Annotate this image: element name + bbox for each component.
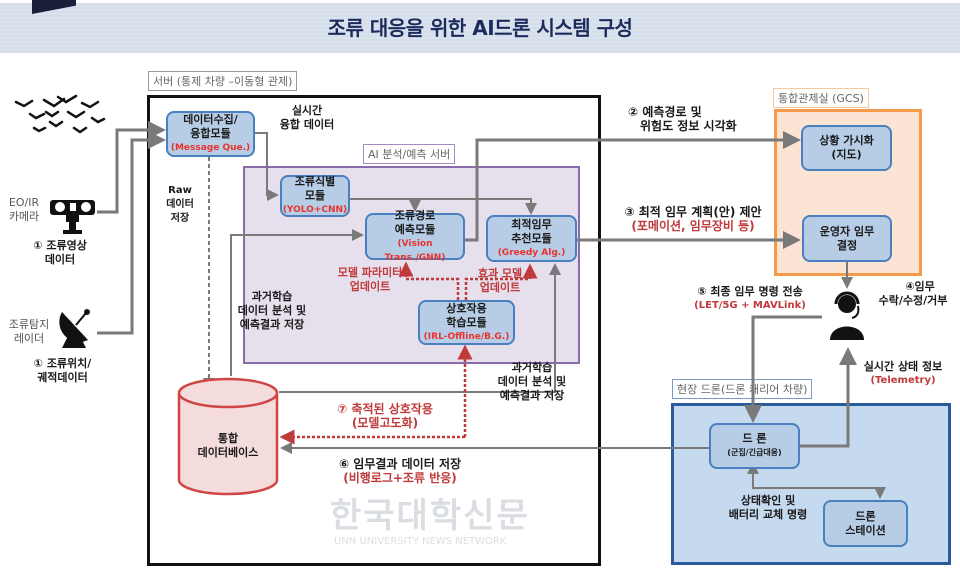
arrow-effect-update bbox=[464, 263, 538, 300]
arrow-camera-to-collect bbox=[97, 121, 166, 214]
situation-visualization-module[interactable]: 상황 가시화(지도) bbox=[801, 125, 892, 171]
arrow-identify-to-mission bbox=[415, 198, 537, 215]
radar-icon bbox=[59, 309, 90, 348]
arrow-operator-to-drone bbox=[744, 315, 822, 423]
step3-note: ③ 최적 임무 계획(안) 제안(포메이션, 임무장비 등) bbox=[624, 205, 762, 233]
server-box bbox=[147, 95, 601, 566]
step7-note: ⑦ 축적된 상호작용(모델고도화) bbox=[337, 402, 433, 430]
arrow-drone-station bbox=[747, 462, 886, 499]
birds-icon bbox=[14, 94, 106, 134]
arrow-collect-to-identify bbox=[255, 132, 279, 201]
arrow-drone-to-operator bbox=[800, 347, 857, 448]
field-drone-label: 현장 드론(드론 캐리어 차량) bbox=[672, 379, 813, 399]
arrow-param-update bbox=[398, 261, 460, 300]
drone-module[interactable]: 드 론(군집/긴급대응) bbox=[709, 423, 800, 469]
page-title: 조류 대응을 위한 AI드론 시스템 구성 bbox=[327, 16, 633, 40]
step6-note: ⑥ 임무결과 데이터 저장(비행로그+조류 반응) bbox=[338, 457, 462, 485]
data-collection-module[interactable]: 데이터수집/융합모듈(Message Que.) bbox=[166, 111, 255, 157]
gcs-label: 통합관제실 (GCS) bbox=[773, 88, 869, 108]
server-label: 서버 (통제 차량 –이동형 관제) bbox=[148, 71, 298, 91]
radar-caption: ① 조류위치/궤적데이터 bbox=[33, 357, 92, 384]
database-cylinder bbox=[177, 377, 279, 496]
arrow-predict-to-visual bbox=[465, 131, 801, 242]
arrow-history-to-predict bbox=[230, 229, 364, 376]
eo-ir-camera-icon bbox=[50, 200, 95, 234]
title-band bbox=[0, 3, 960, 53]
telemetry-note: 실시간 상태 정보(Telemetry) bbox=[863, 360, 943, 386]
ai-server-label: AI 분석/예측 서버 bbox=[363, 144, 456, 164]
operator-headset-icon bbox=[830, 291, 864, 340]
step5-note: ⑤ 최종 임무 명령 전송(LET/5G + MAVLink) bbox=[694, 285, 806, 311]
arrow-db-to-mission bbox=[279, 263, 561, 393]
watermark: 한국대학신문 UNN UNIVERSITY NEWS NETWORK bbox=[330, 496, 530, 547]
arrow-radar-to-collect bbox=[97, 131, 166, 335]
